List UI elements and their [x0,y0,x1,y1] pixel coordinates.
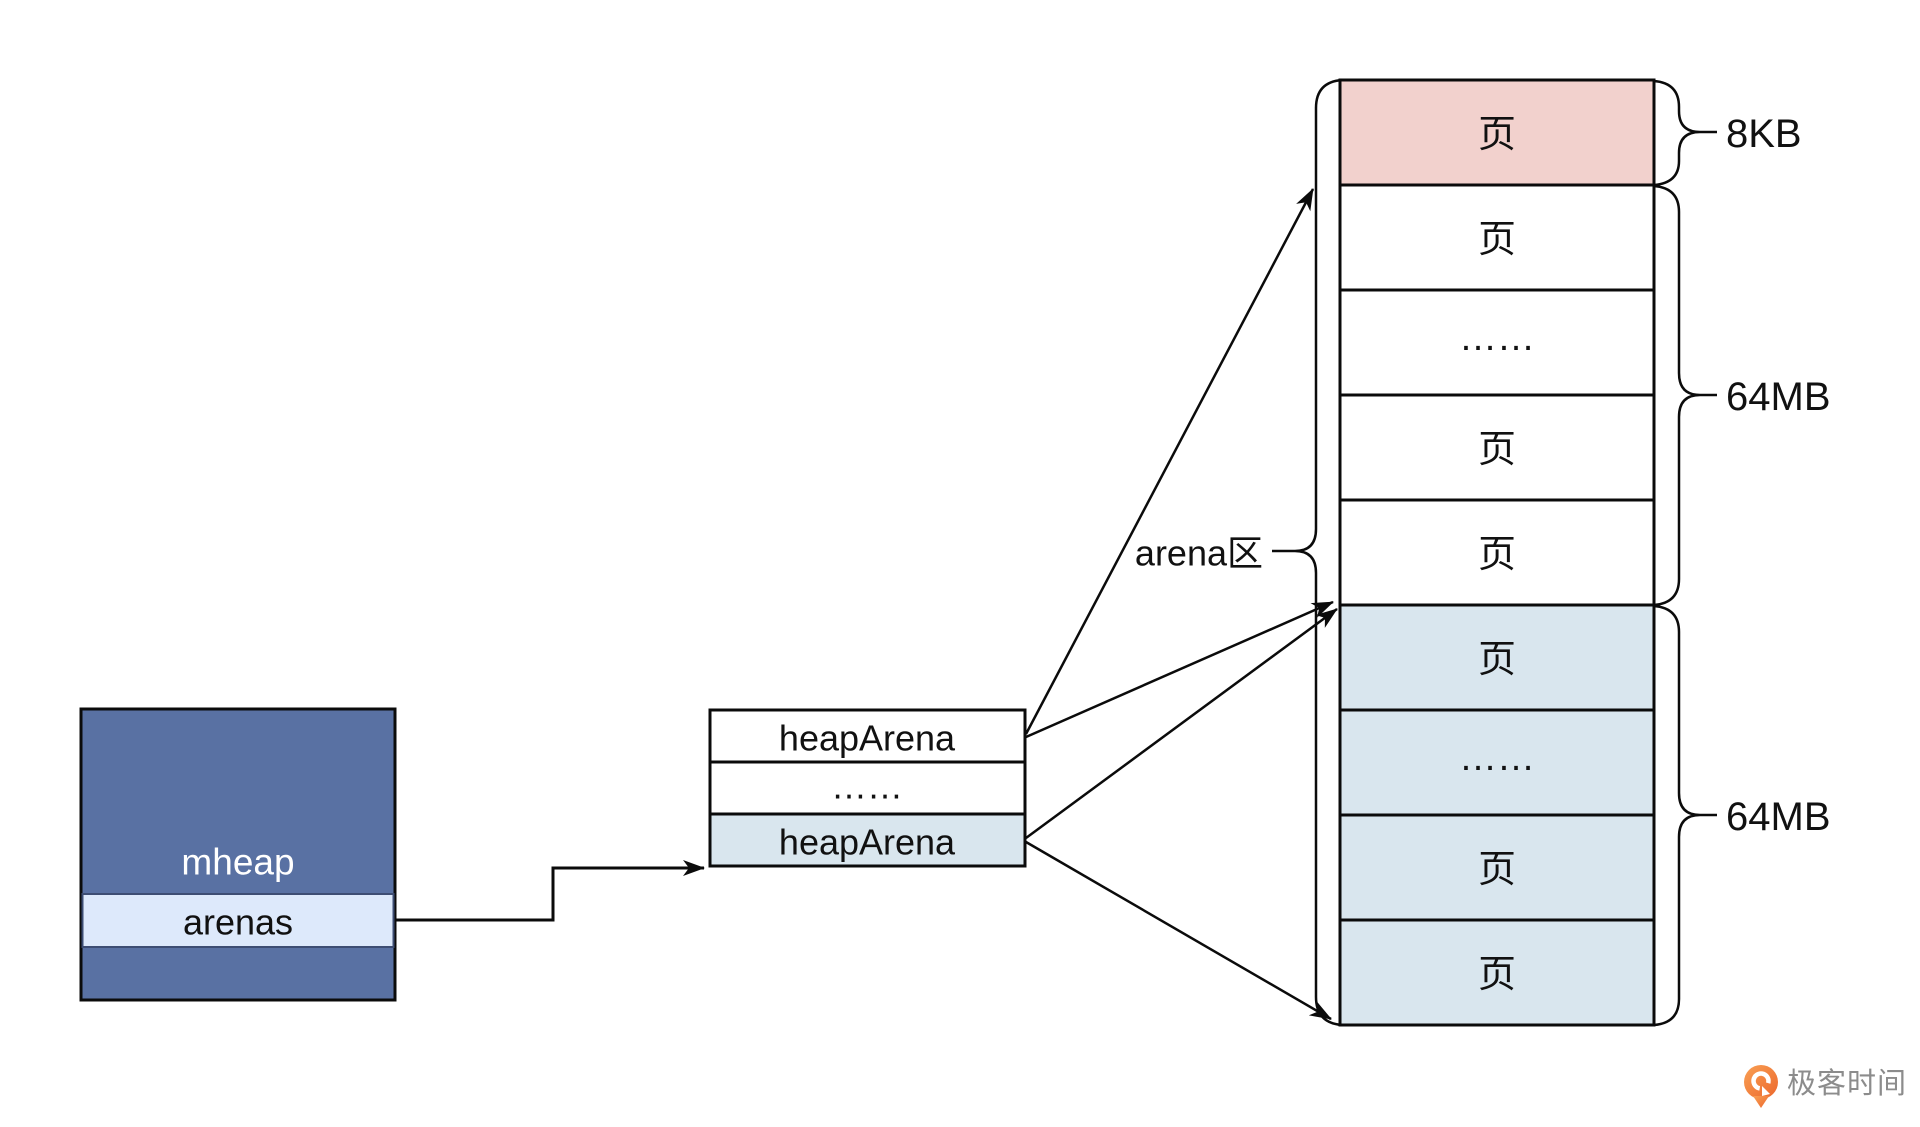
arenas-field-label: arenas [183,902,293,943]
size-brace-64mb-bottom: 64MB [1653,604,1831,1027]
size-label-64mb-top: 64MB [1726,375,1831,419]
page-row-label: 页 [1478,849,1516,891]
arenas-to-table-arrow [395,860,705,922]
geektime-brand-text: 极客时间 [1787,1067,1907,1100]
page-row [1338,813,1656,922]
page-row [1338,183,1656,292]
page-row [1338,78,1656,187]
geektime-logo-icon [1744,1065,1778,1108]
arrow-top-arena-start [1024,188,1315,735]
page-row-label: …… [1459,737,1535,779]
size-brace-64mb-top: 64MB [1653,184,1831,607]
table-row-label: heapArena [779,718,956,759]
size-label-64mb-bottom: 64MB [1726,795,1831,839]
size-label-8kb: 8KB [1726,112,1802,156]
page-row [1338,393,1656,502]
table-to-stack-arrows [1024,188,1338,1021]
table-row-label: …… [831,766,903,807]
page-row-label: 页 [1478,534,1516,576]
page-row-label: 页 [1478,639,1516,681]
page-row-label: 页 [1478,429,1516,471]
right-brace-path [1653,604,1701,1027]
arenas-field-rect [81,893,395,948]
mheap-box: mheap arenas [79,707,397,1002]
table-row [708,760,1027,816]
page-row [1338,708,1656,817]
page-row-label: …… [1459,317,1535,359]
right-brace-path [1653,79,1701,187]
arrow-bottom-arena-end [1025,840,1332,1021]
page-row [1338,288,1656,397]
page-row-label: 页 [1478,954,1516,996]
page-row-label: 页 [1478,114,1516,156]
page-row-label: 页 [1478,219,1516,261]
heap-arena-table: heapArena …… heapArena [708,708,1027,868]
arena-region-brace: arena区 [1135,78,1343,1027]
geektime-logo: 极客时间 [1744,1065,1907,1108]
page-row [1338,603,1656,712]
page-row [1338,498,1656,607]
size-brace-8kb: 8KB [1653,79,1802,187]
page-row [1338,918,1656,1027]
page-stack: 页 页 …… 页 页 页 …… 页 页 [1338,78,1656,1027]
arena-region-label: arena区 [1135,533,1263,574]
arrow-bottom-arena-start [1025,607,1338,840]
table-row [708,812,1027,868]
arrow-top-arena-end [1025,600,1334,739]
mheap-rect [79,707,397,1002]
table-row-label: heapArena [779,822,956,863]
left-brace-path [1294,78,1343,1027]
mheap-title: mheap [181,842,294,883]
right-brace-path [1653,184,1701,607]
